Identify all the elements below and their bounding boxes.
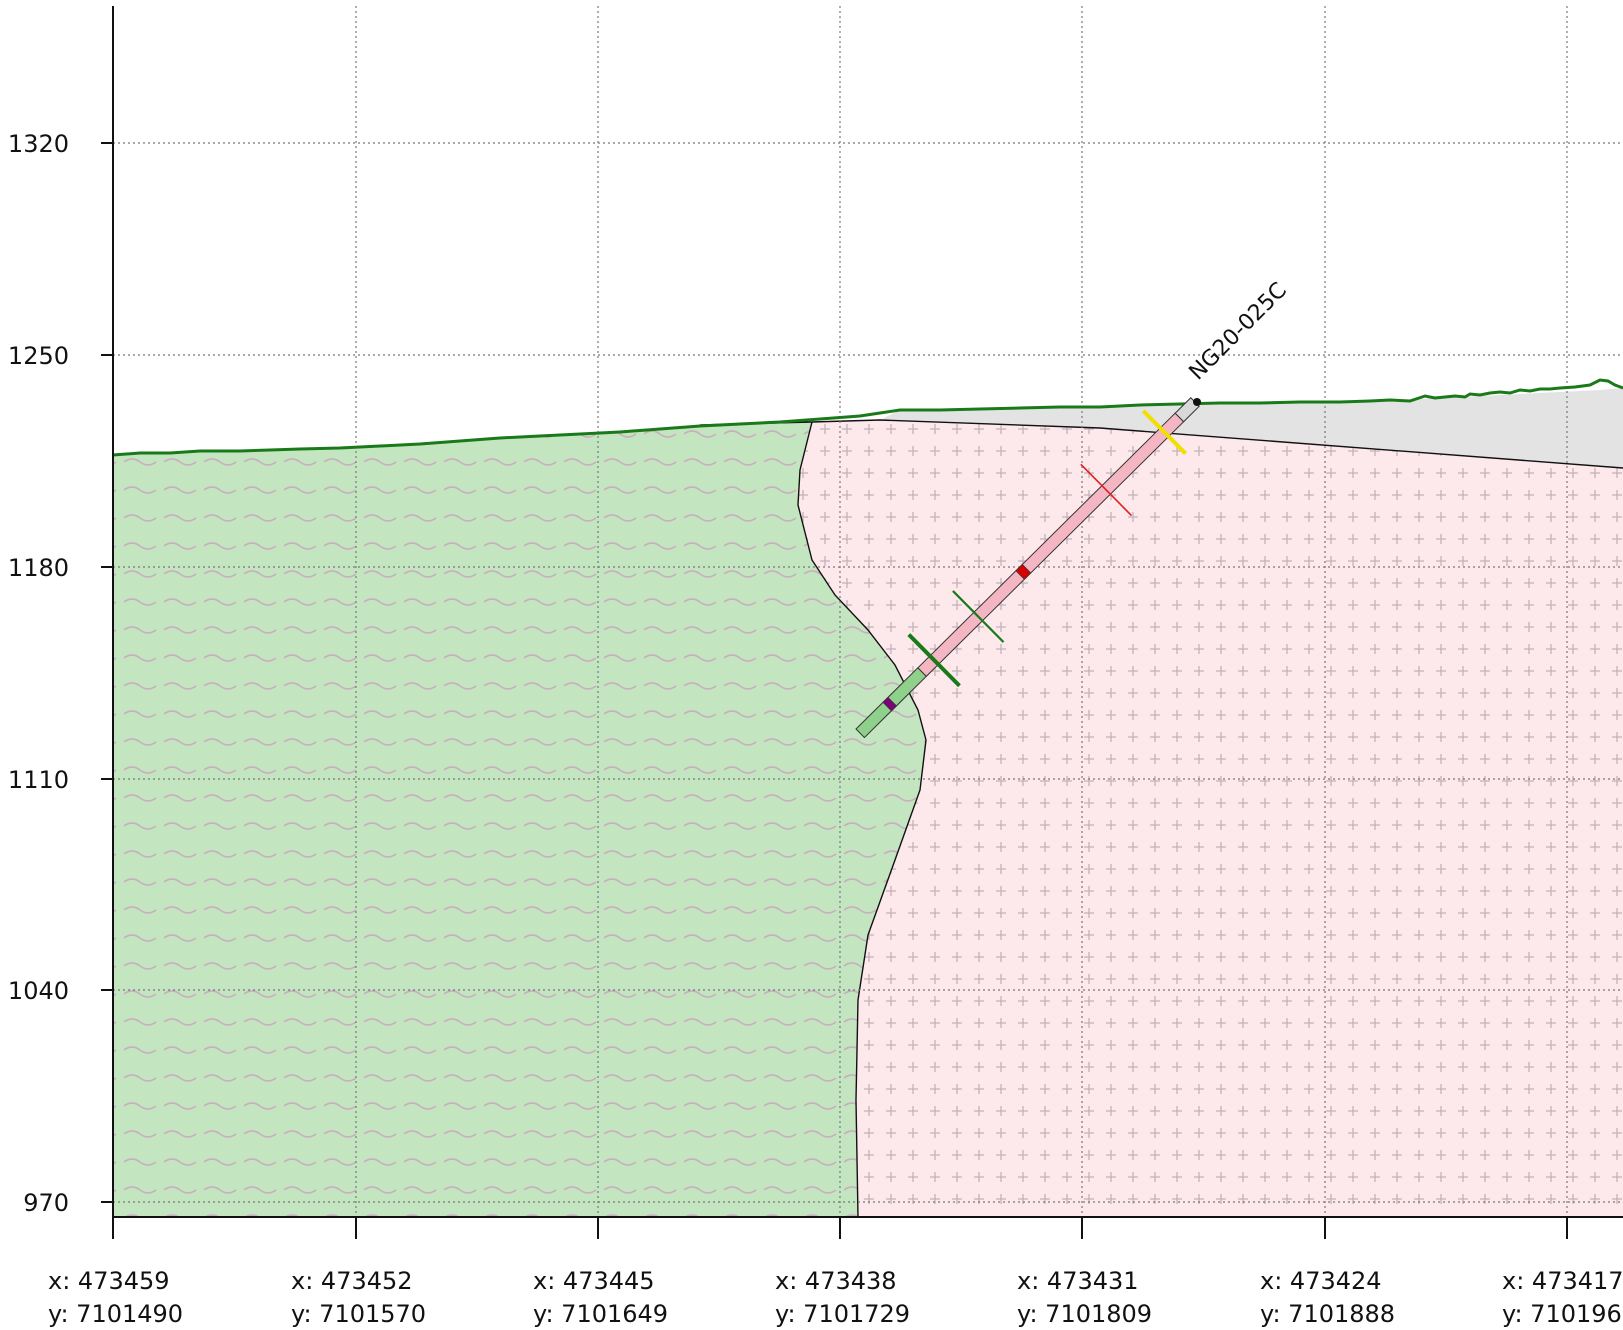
drillhole-trace [855,397,1200,739]
easting-label: x: 473438 [775,1267,897,1295]
northing-label: y: 7101649 [533,1300,668,1328]
northing-label: y: 7101968 [1502,1300,1623,1328]
elevation-label: 1250 [8,342,69,370]
structure-tick-green-1 [952,590,1005,643]
easting-label: x: 473424 [1260,1267,1382,1295]
easting-label: x: 473459 [48,1267,170,1295]
structure-tick-red [1080,463,1133,517]
pink-unit-texture [798,420,1623,1217]
easting-label: x: 473445 [533,1267,655,1295]
northing-label: y: 7101729 [775,1300,910,1328]
coordinate-axis-labels: x: 473459 y: 7101490 x: 473452 y: 710157… [48,1267,1623,1328]
easting-label: x: 473452 [291,1267,413,1295]
northing-label: y: 7101570 [291,1300,426,1328]
northing-label: y: 7101809 [1017,1300,1152,1328]
northing-label: y: 7101490 [48,1300,183,1328]
green-unit-texture [113,422,926,1217]
elevation-label: 1180 [8,554,69,582]
drillhole-interval-red [1015,563,1032,580]
grid [113,6,1623,1217]
topography-line [112,378,1623,457]
drillhole-label: NG20-025C [1185,278,1292,385]
northing-label: y: 7101888 [1260,1300,1395,1328]
drillhole-interval-purple [882,696,897,712]
easting-label: x: 473417 [1502,1267,1623,1295]
elevation-label: 1320 [8,130,69,158]
elevation-label: 970 [23,1189,69,1217]
elevation-label: 1110 [8,766,69,794]
easting-label: x: 473431 [1017,1267,1139,1295]
elevation-label: 1040 [8,977,69,1005]
elevation-axis-labels: 1320 1250 1180 1110 1040 970 [8,130,69,1217]
structure-tick-yellow [1141,409,1187,455]
contact-green-pink [797,421,927,1217]
axes [101,6,1623,1239]
drillhole-collar-marker [1193,398,1201,406]
structure-tick-green-2 [907,633,961,688]
